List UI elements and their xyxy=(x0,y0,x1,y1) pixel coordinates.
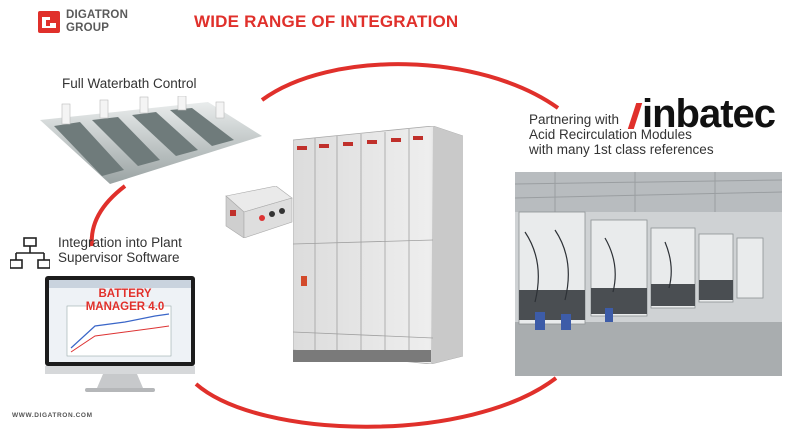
factory-photo xyxy=(515,172,782,376)
integration-line2: Supervisor Software xyxy=(58,250,180,265)
partner-label: Partnering with Acid Recirculation Modul… xyxy=(529,112,714,157)
inbatec-wordmark: inbatec xyxy=(642,92,776,136)
battery-manager-line2: MANAGER 4.0 xyxy=(85,301,165,313)
cabinet-image xyxy=(293,126,463,364)
partner-line1: Partnering with xyxy=(529,112,620,127)
network-icon xyxy=(10,237,50,269)
control-box-image xyxy=(225,186,293,238)
battery-manager-title: BATTERY MANAGER 4.0 xyxy=(75,288,175,314)
page-title: WIDE RANGE OF INTEGRATION xyxy=(194,12,459,31)
partner-line3: with many 1st class references xyxy=(529,142,714,157)
logo-line1: DIGATRON xyxy=(66,9,129,21)
footer-url: WWW.DIGATRON.COM xyxy=(12,412,93,419)
integration-label: Integration into Plant Supervisor Softwa… xyxy=(58,235,182,265)
waterbath-label: Full Waterbath Control xyxy=(62,76,197,91)
logo-icon xyxy=(38,11,60,33)
waterbath-image xyxy=(40,96,262,184)
partner-line2: Acid Recirculation Modules xyxy=(529,127,692,142)
battery-manager-line1: BATTERY xyxy=(98,288,152,300)
logo-line2: GROUP xyxy=(66,22,110,34)
integration-line1: Integration into Plant xyxy=(58,235,182,250)
monitor-image xyxy=(45,276,195,392)
inbatec-logo: inbatec xyxy=(627,92,790,136)
logo-text: DIGATRON GROUP xyxy=(66,9,128,35)
